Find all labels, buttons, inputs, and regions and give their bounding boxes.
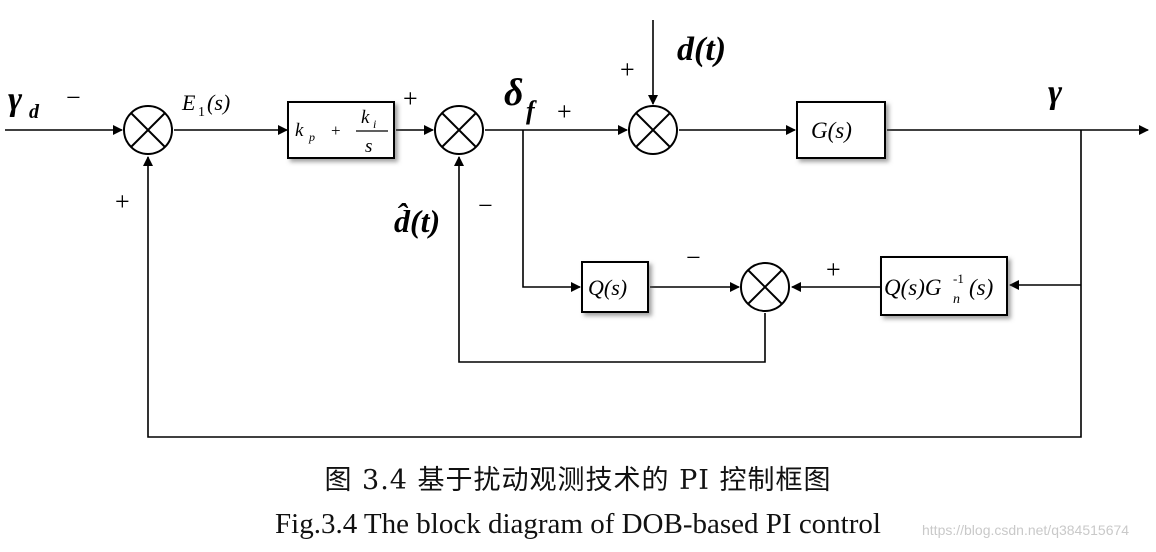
inverse-model-block: [880, 256, 1008, 316]
inverse-model-label: Q(s)G: [884, 275, 942, 300]
caption-chinese: 图 3.4 基于扰动观测技术的 PI 控制框图: [324, 465, 832, 496]
sum2-minus-sign: −: [478, 191, 493, 220]
q-filter-label: Q(s): [588, 275, 627, 300]
error-arg: (s): [207, 90, 230, 115]
sum3-plus-left-sign: +: [557, 97, 572, 126]
plant-label: G(s): [811, 118, 852, 143]
pi-kp-label: k: [295, 120, 304, 141]
pi-plus: +: [331, 121, 341, 140]
summing-junction-3: [628, 105, 678, 155]
sum1-plus-sign: +: [115, 187, 130, 216]
summing-junction-1: [123, 105, 173, 155]
sum3-plus-top-sign: +: [620, 55, 635, 84]
pi-kp-sub: p: [308, 130, 315, 144]
error-label: E: [181, 90, 196, 115]
pi-ki-sub: i: [373, 117, 376, 131]
reference-sub: d: [29, 101, 40, 123]
sum4-plus-sign: +: [826, 255, 841, 284]
sum1-minus-sign: −: [66, 83, 81, 112]
reference-label: γ: [8, 81, 23, 118]
estimate-line: [454, 156, 766, 363]
delta-sub: f: [526, 96, 537, 125]
summing-junction-4: [740, 262, 790, 312]
sum2-plus-sign: +: [403, 84, 418, 113]
pi-s-label: s: [365, 136, 372, 157]
q-filter-block: [581, 261, 649, 313]
watermark: https://blog.csdn.net/q384515674: [922, 522, 1130, 538]
q-input-line: [522, 130, 581, 292]
pi-controller-block: [287, 101, 395, 159]
pi-ki-label: k: [361, 107, 370, 128]
inverse-model-arg: (s): [969, 275, 993, 300]
inverse-model-sup: -1: [953, 271, 964, 286]
block-diagram: k p + k i s G(s) Q(s) Q(s)G -1 n (s) γ d…: [5, 20, 1149, 438]
sum4-minus-sign: −: [686, 243, 701, 272]
disturbance-label: d(t): [677, 31, 726, 68]
summing-junction-2: [434, 105, 484, 155]
estimate-label: d̂(t): [394, 203, 440, 239]
inverse-model-sub: n: [953, 292, 960, 307]
output-label: γ: [1048, 74, 1063, 111]
outer-feedback-line: [143, 130, 1082, 438]
delta-label: δ: [504, 72, 523, 114]
caption-english: Fig.3.4 The block diagram of DOB-based P…: [275, 508, 881, 540]
plant-block: [796, 101, 886, 159]
error-sub: 1: [198, 105, 205, 120]
